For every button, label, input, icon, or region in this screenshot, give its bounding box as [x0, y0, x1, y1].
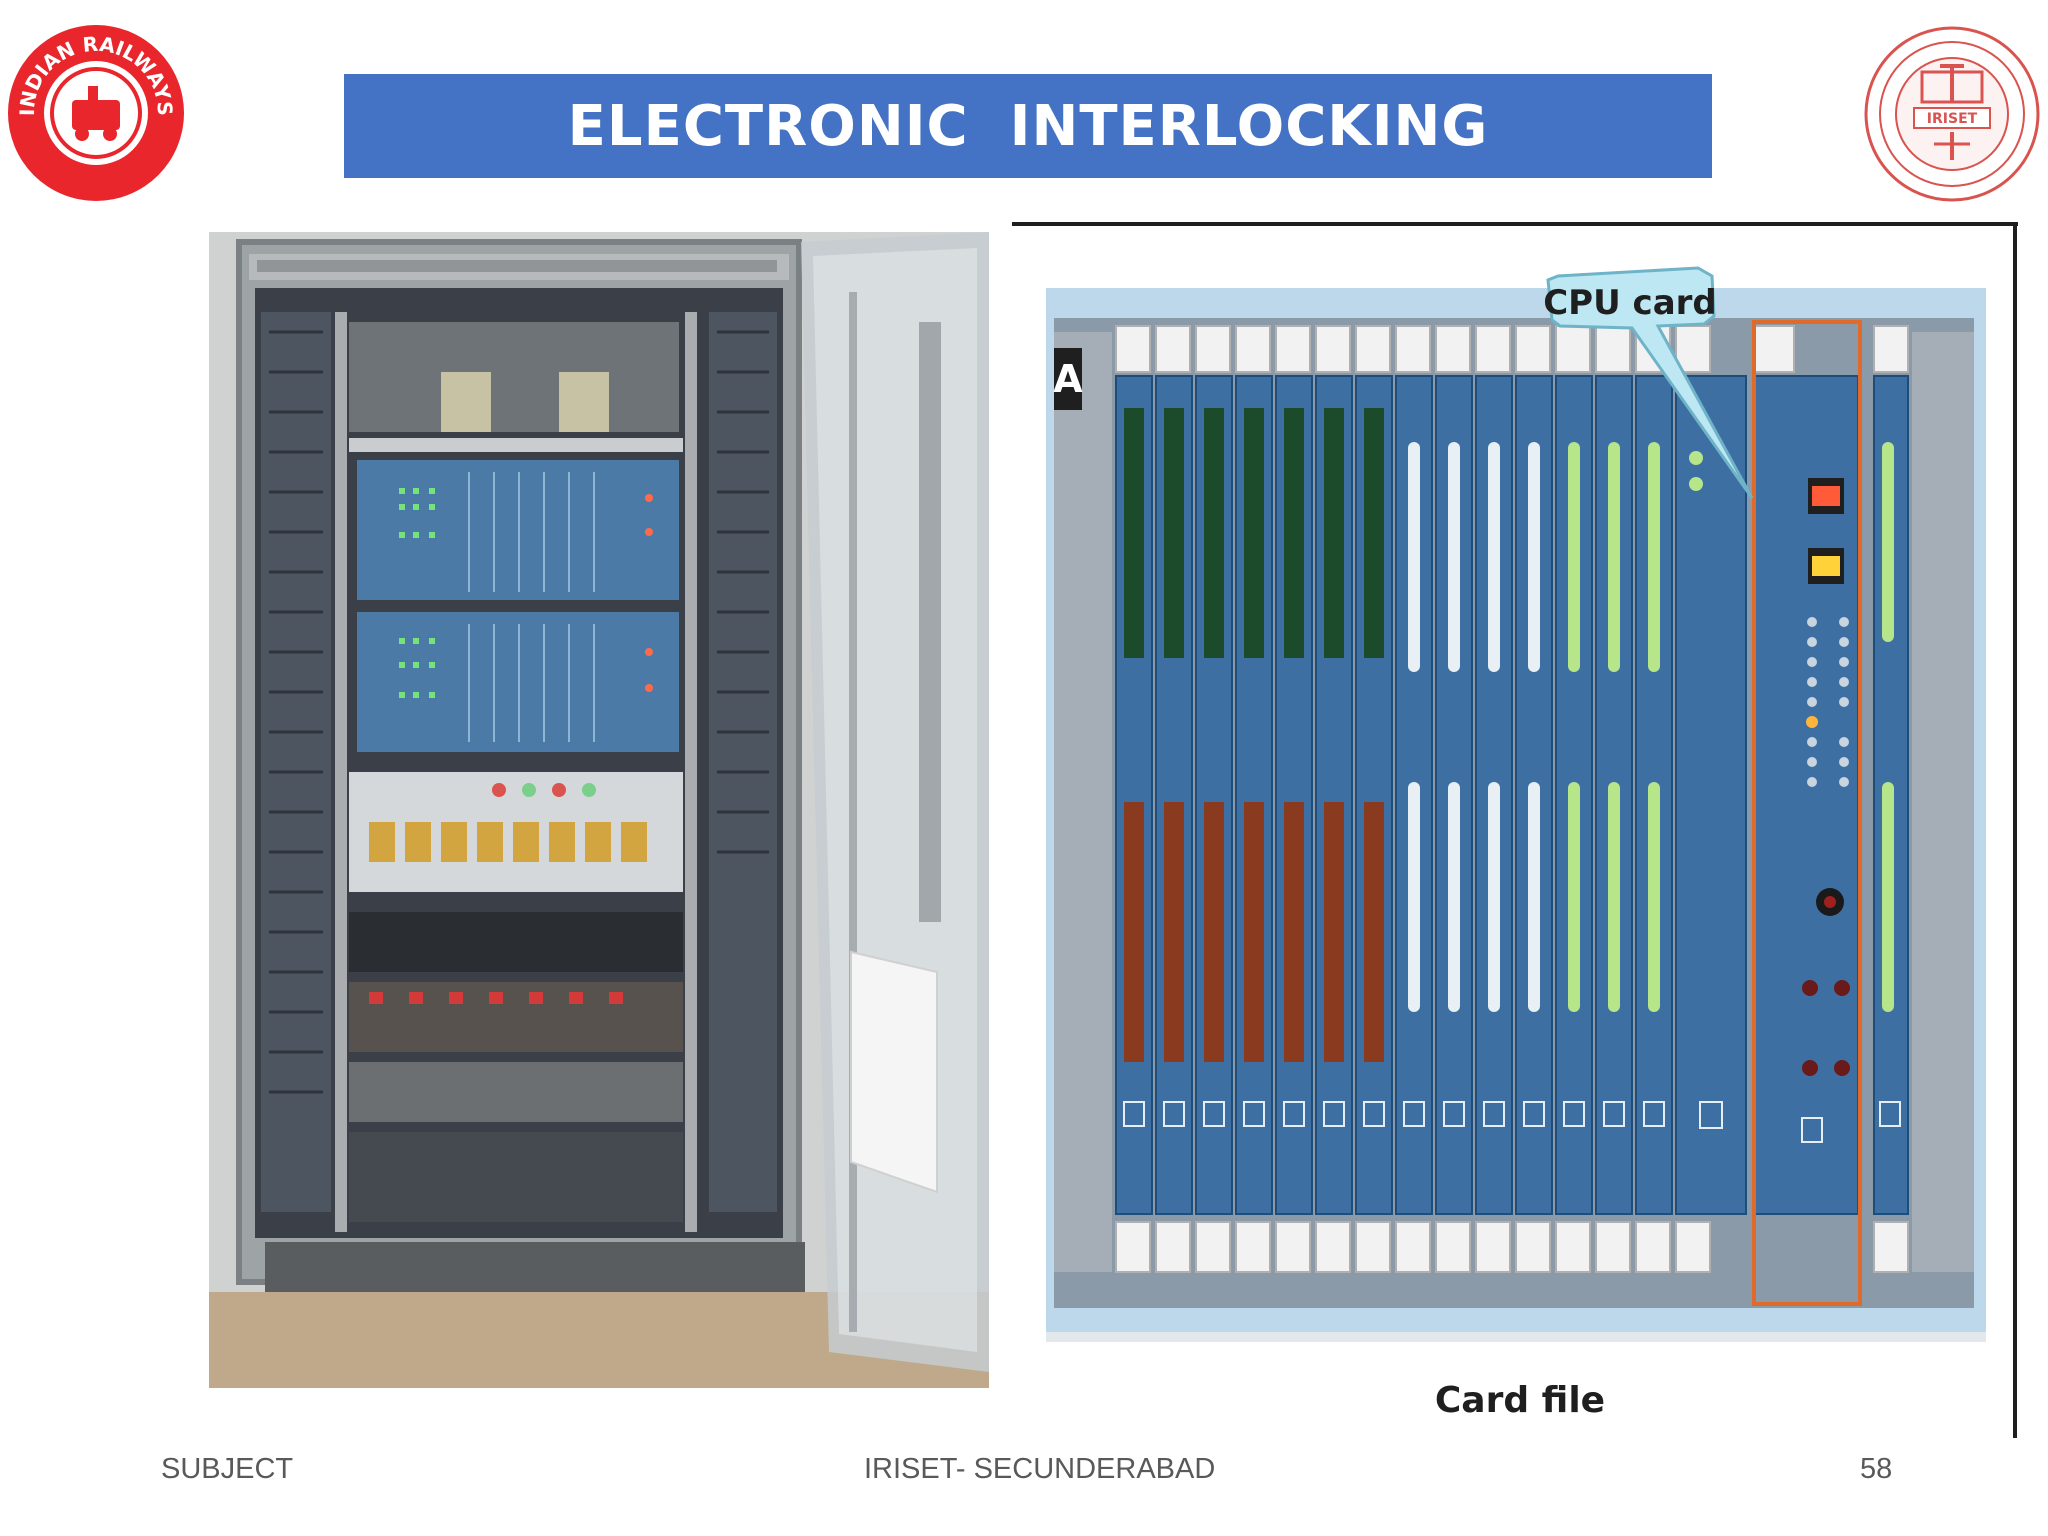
indian-railways-logo: INDIAN RAILWAYS	[4, 4, 188, 222]
rack-letter: A	[1053, 357, 1083, 401]
slide-title-banner: ELECTRONIC INTERLOCKING	[344, 74, 1712, 178]
slide-title: ELECTRONIC INTERLOCKING	[567, 93, 1489, 159]
footer-page-number: 58	[1860, 1453, 1893, 1485]
footer-subject: SUBJECT	[161, 1453, 294, 1485]
iriset-logo-text: IRISET	[1927, 111, 1978, 127]
iriset-logo: IRISET	[1862, 4, 2042, 224]
card-file-caption: Card file	[1435, 1380, 1605, 1421]
cpu-card-callout-label: CPU card	[1543, 283, 1717, 323]
footer-organization: IRISET- SECUNDERABAD	[864, 1453, 1216, 1485]
interlocking-cabinet-photo	[209, 232, 989, 1388]
card-file-photo: A	[1012, 222, 2018, 1438]
